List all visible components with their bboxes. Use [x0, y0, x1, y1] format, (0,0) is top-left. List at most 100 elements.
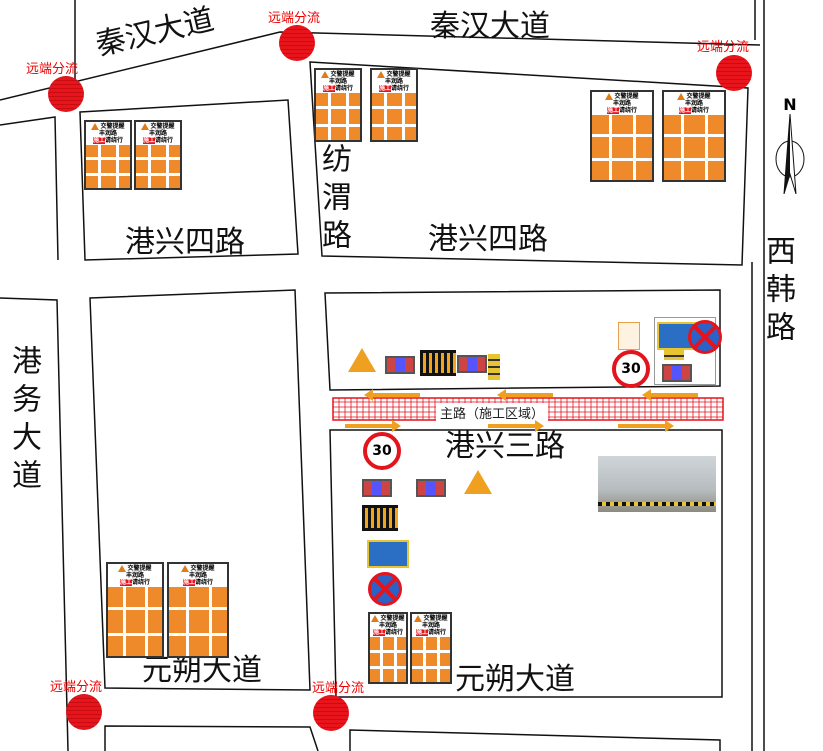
sign-road: 丰润路 — [612, 100, 631, 107]
chevron-marker-icon — [488, 354, 500, 380]
sign-highlight: 施工 — [322, 85, 335, 92]
construction-warning-icon — [91, 123, 100, 130]
sign-title: 交警提醒 — [190, 565, 215, 572]
sign-title-row: 交警提醒 — [592, 93, 652, 100]
detour-map — [86, 145, 130, 188]
block-e — [329, 429, 723, 698]
chevron-left-icon — [664, 350, 684, 360]
block-se — [349, 729, 721, 751]
construction-warning-icon — [377, 71, 386, 78]
flashing-light-icon — [457, 355, 487, 373]
sign-header: 交警提醒 丰润路 施工请绕行 — [372, 70, 416, 93]
sign-notice-rest: 请绕行 — [619, 107, 638, 114]
sign-notice: 施工请绕行 — [592, 107, 652, 114]
sign-notice-rest: 请绕行 — [155, 137, 174, 144]
detour-map — [108, 587, 162, 656]
sign-notice-rest: 请绕行 — [195, 579, 214, 586]
sign-notice-rest: 请绕行 — [385, 629, 404, 636]
arrow-east — [618, 420, 674, 432]
construction-warning-icon — [141, 123, 150, 130]
arrow-east — [488, 420, 544, 432]
sign-notice: 施工请绕行 — [370, 629, 406, 636]
diversion-label-nw: 远端分流 — [26, 62, 79, 77]
arrow-east — [345, 420, 401, 432]
no-parking-icon — [688, 320, 722, 354]
sign-notice: 施工请绕行 — [86, 137, 130, 144]
detour-map — [664, 115, 724, 180]
sign-header: 交警提醒 丰润路 施工请绕行 — [86, 122, 130, 145]
sign-title-row: 交警提醒 — [136, 123, 180, 130]
construction-warning-icon — [321, 71, 330, 78]
sign-title-row: 交警提醒 — [108, 565, 162, 572]
sign-notice: 施工请绕行 — [664, 107, 724, 114]
diversion-point-ne — [716, 55, 752, 91]
sign-road: 丰润路 — [684, 100, 703, 107]
detour-sign: 交警提醒 丰润路 施工请绕行 — [134, 120, 182, 190]
sign-header: 交警提醒 丰润路 施工请绕行 — [370, 614, 406, 637]
detour-map — [316, 93, 360, 140]
detour-map — [136, 145, 180, 188]
road-label-yuanshuo-east: 元朔大道 — [455, 662, 575, 697]
sign-header: 交警提醒 丰润路 施工请绕行 — [412, 614, 450, 637]
sign-title-row: 交警提醒 — [372, 71, 416, 78]
block-w — [0, 297, 69, 751]
construction-warning-icon — [414, 615, 423, 622]
sign-road: 丰润路 — [98, 130, 117, 137]
diversion-label-ne: 远端分流 — [697, 40, 750, 55]
road-label-xihan: 西韩路 — [760, 235, 795, 349]
detour-sign: 交警提醒 丰润路 施工请绕行 — [662, 90, 726, 182]
road-label-gangxing4-east: 港兴四路 — [428, 222, 548, 257]
sign-highlight: 施工 — [678, 107, 691, 114]
sign-highlight: 施工 — [606, 107, 619, 114]
construction-warning-icon — [605, 93, 614, 100]
lane-guide-icon — [367, 540, 409, 568]
sign-highlight: 施工 — [142, 137, 155, 144]
sign-notice-rest: 请绕行 — [691, 107, 710, 114]
detour-map — [370, 637, 406, 682]
sign-road: 丰润路 — [328, 78, 347, 85]
flashing-light-icon — [662, 364, 692, 382]
detour-sign: 交警提醒 丰润路 施工请绕行 — [84, 120, 132, 190]
sign-title: 交警提醒 — [386, 71, 411, 78]
road-label-gangwu: 港务大道 — [6, 345, 41, 497]
barrier-icon — [420, 350, 456, 376]
sign-highlight: 施工 — [119, 579, 132, 586]
sign-notice-rest: 请绕行 — [335, 85, 354, 92]
road-label-gangxing4-west: 港兴四路 — [125, 225, 245, 260]
sign-title: 交警提醒 — [150, 123, 175, 130]
detour-sign: 交警提醒 丰润路 施工请绕行 — [410, 612, 452, 684]
detour-map — [412, 637, 450, 682]
sign-notice-rest: 请绕行 — [428, 629, 447, 636]
flashing-light-icon — [362, 479, 392, 497]
diversion-label-n: 远端分流 — [268, 11, 321, 26]
detour-map — [592, 115, 652, 180]
block-a — [79, 99, 299, 261]
pedestrian-guide-icon — [618, 322, 640, 350]
construction-warning-icon — [371, 615, 380, 622]
sign-panel — [654, 317, 716, 385]
sign-header: 交警提醒 丰润路 施工请绕行 — [169, 564, 227, 587]
detour-sign: 交警提醒 丰润路 施工请绕行 — [590, 90, 654, 182]
sign-title: 交警提醒 — [127, 565, 152, 572]
sign-highlight: 施工 — [378, 85, 391, 92]
sign-title-row: 交警提醒 — [664, 93, 724, 100]
arrow-west — [364, 389, 420, 401]
sign-highlight: 施工 — [92, 137, 105, 144]
road-label-yuanshuo-west: 元朔大道 — [142, 653, 262, 688]
sign-highlight: 施工 — [415, 629, 428, 636]
sign-notice: 施工请绕行 — [412, 629, 450, 636]
speed-limit-sign: 30 — [363, 432, 401, 470]
sign-road: 丰润路 — [378, 622, 397, 629]
sign-notice: 施工请绕行 — [108, 579, 162, 586]
flashing-light-icon — [385, 356, 415, 374]
speed-limit-sign: 30 — [612, 350, 650, 388]
sign-road: 丰润路 — [148, 130, 167, 137]
construction-warning-icon — [348, 348, 376, 372]
sign-road: 丰润路 — [384, 78, 403, 85]
construction-warning-icon — [464, 470, 492, 494]
construction-warning-icon — [181, 565, 190, 572]
detour-sign: 交警提醒 丰润路 施工请绕行 — [106, 562, 164, 658]
block-nw — [0, 116, 59, 261]
sign-title-row: 交警提醒 — [412, 615, 450, 622]
